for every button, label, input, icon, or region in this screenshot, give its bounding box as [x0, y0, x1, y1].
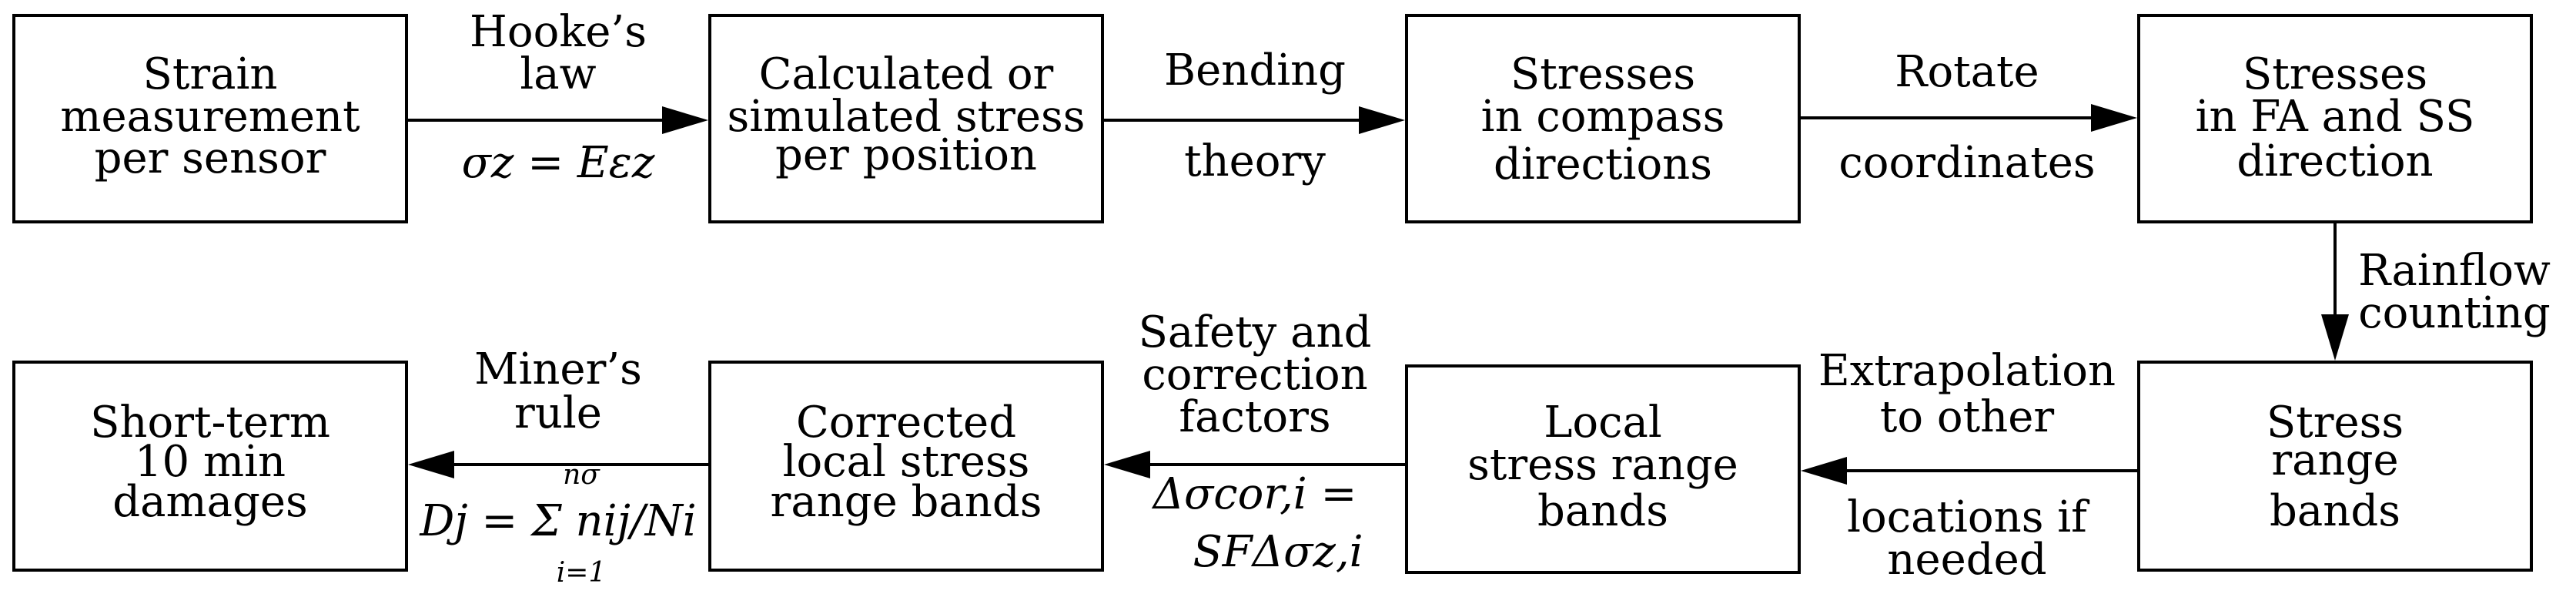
box-local-line3: bands	[1537, 486, 1668, 536]
box-strain-line1: Strain	[143, 49, 278, 99]
label-hooke: Hooke’s law σz = Eεz	[462, 7, 655, 188]
box-srb-line3: bands	[2270, 486, 2400, 536]
box-calc-line1: Calculated or	[759, 49, 1054, 99]
box-srb-line2: range	[2271, 435, 2398, 485]
label-rainflow-line1: Rainflow	[2358, 246, 2551, 296]
box-short-term-damages: Short-term 10 min damages	[12, 361, 408, 572]
box-srb-line1: Stress	[2267, 398, 2404, 448]
label-hooke-line2: law	[520, 49, 596, 99]
box-compass-line3: directions	[1494, 139, 1712, 190]
label-extrap-line1: Extrapolation	[1818, 346, 2116, 396]
label-extrap-line2: to other	[1880, 392, 2054, 442]
label-miner-line1: Miner’s	[474, 344, 642, 394]
arrow-safety	[1104, 451, 1407, 478]
box-fass-line1: Stresses	[2243, 49, 2427, 99]
label-extrapolation: Extrapolation to other locations if need…	[1818, 346, 2116, 585]
formula-hooke: σz = Eεz	[462, 138, 655, 188]
box-fass-line3: direction	[2236, 136, 2433, 186]
box-calculated-stress: Calculated or simulated stress per posit…	[708, 14, 1104, 223]
box-compass-line1: Stresses	[1510, 49, 1695, 99]
box-damage-line3: damages	[112, 477, 307, 527]
box-damage-line1: Short-term	[90, 398, 330, 448]
formula-miner: Dj = Σ nij/Ni	[419, 496, 696, 546]
box-calc-line3: per position	[775, 130, 1037, 180]
label-extrap-line3: locations if	[1847, 492, 2090, 542]
box-compass-stresses: Stresses in compass directions	[1405, 14, 1801, 223]
label-miner: Miner’s rule Dj = Σ nij/Ni nσ i=1	[419, 344, 696, 589]
label-extrap-line4: needed	[1887, 535, 2046, 585]
formula-safety-line2: SFΔσz,i	[1193, 527, 1363, 577]
label-safety-line3: factors	[1179, 392, 1330, 442]
label-rotate-line1: Rotate	[1895, 47, 2039, 97]
box-corrected-local-stress: Corrected local stress range bands	[708, 361, 1104, 572]
box-corr-line2: local stress	[783, 437, 1030, 487]
label-bending-line1: Bending	[1164, 45, 1346, 96]
label-bending: Bending theory	[1164, 45, 1346, 186]
box-compass-line2: in compass	[1481, 92, 1725, 142]
arrow-hooke	[406, 106, 708, 134]
arrow-rainflow	[2321, 222, 2349, 361]
box-calc-line2: simulated stress	[727, 92, 1085, 142]
label-safety-line2: correction	[1142, 350, 1367, 400]
box-strain-line3: per sensor	[95, 133, 326, 183]
label-rainflow: Rainflow counting	[2358, 246, 2551, 338]
label-safety: Safety and correction factors Δσcor,i = …	[1139, 307, 1372, 577]
box-corr-line1: Corrected	[796, 398, 1016, 448]
box-local-line2: stress range	[1467, 440, 1738, 490]
box-strain-line2: measurement	[60, 92, 360, 142]
label-safety-line1: Safety and	[1139, 307, 1372, 357]
label-rainflow-line2: counting	[2358, 288, 2551, 338]
box-stress-range-bands: Stress range bands	[2137, 361, 2533, 572]
label-hooke-line1: Hooke’s	[470, 7, 647, 57]
formula-safety-line1: Δσcor,i =	[1152, 469, 1357, 519]
box-strain-measurement: Strain measurement per sensor	[12, 14, 408, 223]
box-fass-line2: in FA and SS	[2196, 92, 2475, 142]
arrow-rotate	[1799, 104, 2137, 132]
box-local-stress-range-bands: Local stress range bands	[1405, 364, 1801, 574]
label-bending-line2: theory	[1184, 136, 1326, 186]
arrow-bending	[1102, 106, 1405, 134]
label-rotate: Rotate coordinates	[1838, 47, 2095, 188]
arrow-extrapolation	[1801, 457, 2139, 485]
box-corr-line3: range bands	[771, 477, 1042, 527]
box-local-line1: Local	[1544, 398, 1662, 448]
formula-miner-sum-top: nσ	[563, 459, 601, 491]
formula-miner-sum-bottom: i=1	[557, 557, 607, 589]
arrow-miner	[408, 451, 710, 478]
box-fa-ss-stresses: Stresses in FA and SS direction	[2137, 14, 2533, 223]
label-miner-line2: rule	[514, 388, 602, 438]
label-rotate-line2: coordinates	[1838, 138, 2095, 188]
box-damage-line2: 10 min	[135, 437, 286, 487]
